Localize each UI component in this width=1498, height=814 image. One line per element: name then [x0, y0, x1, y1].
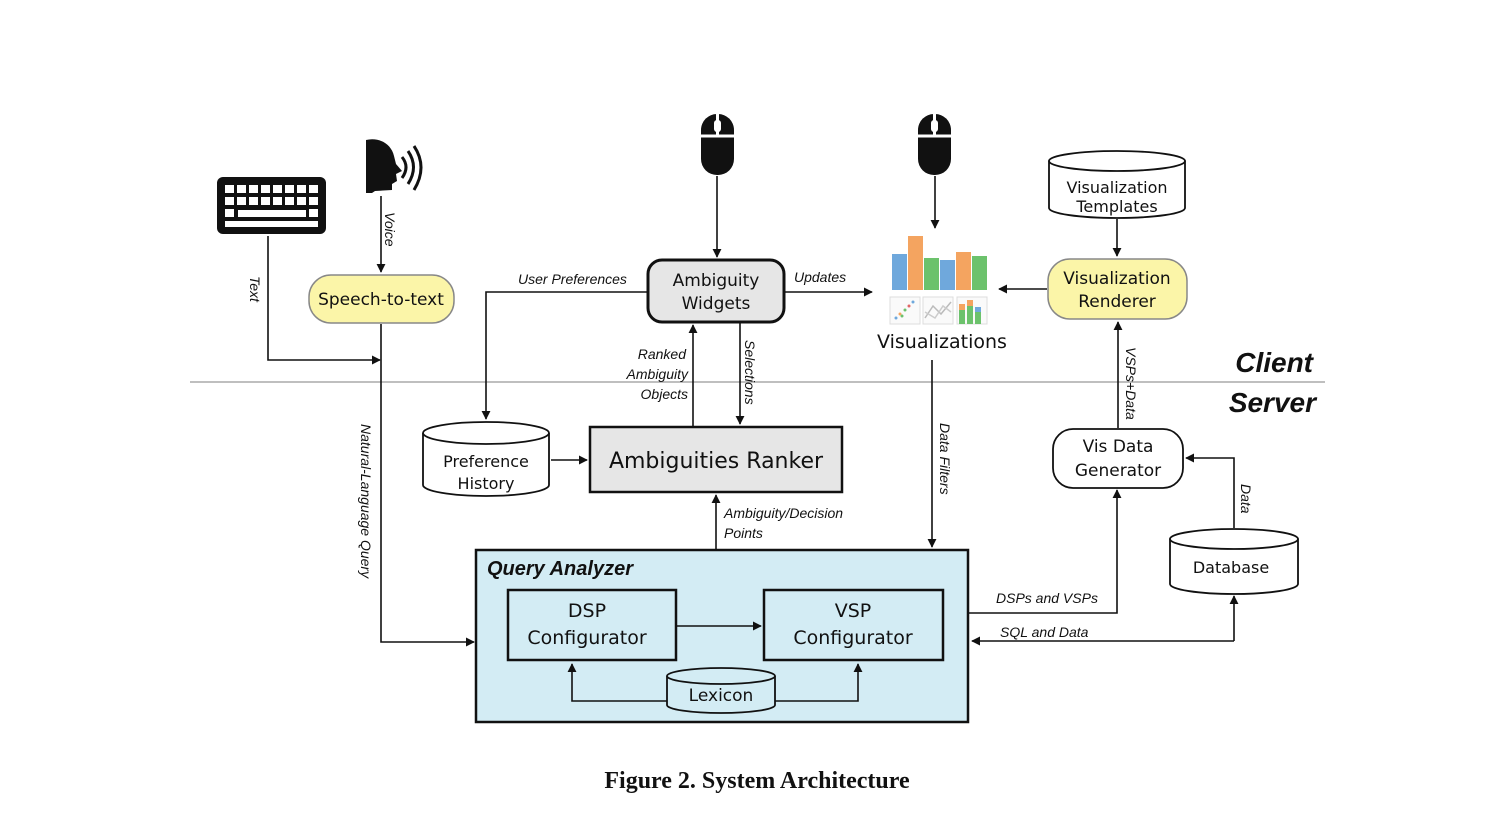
lexicon-node: Lexicon — [666, 667, 776, 714]
vsps-data-label: VSPs+Data — [1123, 347, 1139, 420]
selections-label: Selections — [742, 340, 758, 405]
visualizations-label: Visualizations — [877, 331, 1007, 353]
voice-label: Voice — [382, 212, 398, 247]
edge-data — [1185, 453, 1235, 528]
speaking-head-icon — [366, 139, 423, 193]
query-analyzer-label: Query Analyzer — [487, 558, 634, 580]
mouse-icon — [701, 114, 734, 175]
dsp-configurator-label-1: DSP — [568, 600, 606, 622]
edge-dsps-and-vsps — [969, 489, 1122, 614]
visualization-templates-label-2: Templates — [1075, 197, 1157, 216]
edge-natural-language-query — [380, 324, 475, 647]
ambiguity-widgets-node: Ambiguity Widgets — [646, 258, 786, 324]
dsps-and-vsps-label: DSPs and VSPs — [996, 590, 1098, 606]
dsp-configurator-node: DSP Configurator — [506, 588, 678, 662]
ambiguities-ranker-node: Ambiguities Ranker — [588, 425, 844, 494]
database-label: Database — [1193, 558, 1269, 577]
ambiguity-widgets-label-1: Ambiguity — [673, 271, 760, 291]
client-zone-label: Client — [1235, 347, 1314, 378]
database-node: Database — [1169, 528, 1299, 595]
figure-caption: Figure 2. System Architecture — [604, 768, 910, 794]
user-preferences-label: User Preferences — [518, 271, 627, 287]
data-filters-label: Data Filters — [937, 423, 953, 495]
visualization-templates-label-1: Visualization — [1066, 178, 1167, 197]
vis-data-generator-node: Vis Data Generator — [1052, 428, 1184, 489]
ambiguities-ranker-label: Ambiguities Ranker — [609, 449, 824, 474]
visualization-renderer-label-1: Visualization — [1063, 269, 1170, 289]
visualization-templates-node: Visualization Templates — [1048, 150, 1186, 219]
vis-data-generator-label-2: Generator — [1075, 461, 1161, 481]
ambiguity-widgets-label-2: Widgets — [682, 294, 751, 314]
updates-label: Updates — [794, 269, 846, 285]
mouse-icon — [918, 114, 951, 175]
preference-history-node: Preference History — [422, 421, 550, 497]
visualization-renderer-label-2: Renderer — [1078, 292, 1156, 312]
preference-history-label-1: Preference — [443, 452, 529, 471]
lexicon-label: Lexicon — [689, 686, 754, 706]
preference-history-label-2: History — [458, 474, 515, 493]
visualization-renderer-node: Visualization Renderer — [1047, 258, 1188, 320]
ranked-label-3: Objects — [641, 386, 688, 402]
vsp-configurator-label-2: Configurator — [793, 627, 913, 649]
edge-user-preferences — [481, 291, 647, 420]
bar-chart-icon — [889, 236, 988, 325]
keyboard-icon — [217, 177, 326, 234]
natural-language-query-label: Natural-Language Query — [358, 424, 374, 579]
vsp-configurator-node: VSP Configurator — [762, 588, 945, 662]
speech-to-text-label: Speech-to-text — [318, 290, 444, 310]
speech-to-text-node: Speech-to-text — [308, 274, 455, 324]
edge-lexicon-to-vsp — [775, 663, 863, 702]
ambiguity-decision-label-1: Ambiguity/Decision — [723, 505, 843, 521]
server-zone-label: Server — [1229, 387, 1318, 418]
ranked-label-1: Ranked — [638, 346, 687, 362]
text-label: Text — [247, 276, 263, 303]
data-label: Data — [1238, 484, 1254, 514]
vis-data-generator-label-1: Vis Data — [1083, 437, 1154, 457]
ambiguity-decision-label-2: Points — [724, 525, 763, 541]
edge-text — [267, 236, 381, 365]
vsp-configurator-label-1: VSP — [835, 600, 872, 622]
dsp-configurator-label-2: Configurator — [527, 627, 647, 649]
edge-lexicon-to-dsp — [567, 663, 667, 702]
sql-and-data-label: SQL and Data — [1000, 624, 1089, 640]
ranked-label-2: Ambiguity — [626, 366, 689, 382]
